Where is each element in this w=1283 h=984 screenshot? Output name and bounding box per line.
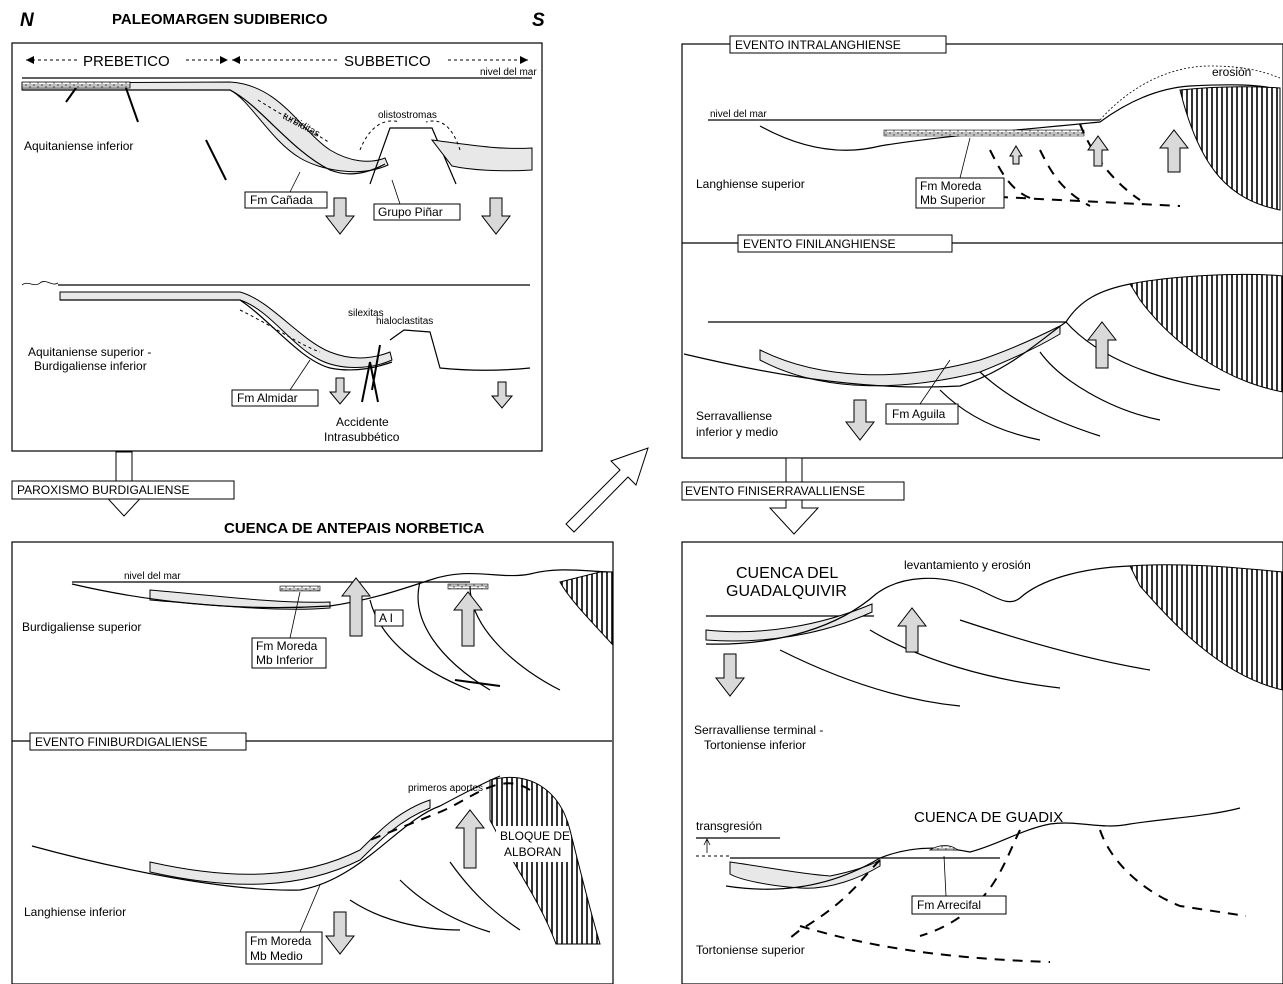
fm-arrecifal-label: Fm Arrecifal	[917, 898, 981, 912]
sea-level-label-3: nivel del mar	[710, 109, 767, 120]
uplift-arrow-alboran	[456, 810, 484, 868]
uplift-arrow-tiny	[1010, 146, 1022, 164]
primeros-aportes-label: primeros aportes	[408, 783, 483, 794]
cuenca-guadalquivir-2: GUADALQUIVIR	[726, 583, 847, 600]
stage-tortoniense-inferior: Tortoniense inferior	[704, 738, 806, 752]
erosion-label: erosión	[1212, 65, 1251, 79]
accidente-faults	[362, 345, 380, 402]
continuation-arrow	[566, 448, 648, 532]
guadalquivir-basin-fill	[706, 604, 872, 641]
subsidence-arrow	[482, 198, 510, 234]
evento-finiserravalliense-label: EVENTO FINISERRAVALLIENSE	[685, 484, 865, 498]
grupo-pinar-label: Grupo Piñar	[378, 205, 443, 219]
subsidence-arrow	[326, 198, 354, 234]
intrasubbetico-label: Intrasubbético	[324, 430, 400, 444]
evento-finiburdigaliense-label: EVENTO FINIBURDIGALIENSE	[35, 735, 207, 749]
uplift-arrow	[342, 578, 370, 636]
stage-langhiense-superior: Langhiense superior	[696, 177, 805, 191]
evento-intralanghiense-label: EVENTO INTRALANGHIENSE	[735, 38, 901, 52]
fm-moreda-label-2: Fm Moreda	[250, 934, 312, 948]
levantamiento-label: levantamiento y erosión	[904, 558, 1031, 572]
uplift-arrow	[454, 592, 482, 646]
mb-medio-label: Mb Medio	[250, 949, 303, 963]
basal-thrust	[980, 196, 1180, 206]
guadix-basin-fill	[730, 860, 880, 888]
platform-carbonates-3	[884, 130, 1084, 136]
paroxismo-label: PAROXISMO BURDIGALIENSE	[17, 483, 189, 497]
fm-canada-label: Fm Cañada	[250, 193, 313, 207]
subsidence-arrow-small	[492, 382, 512, 408]
fm-moreda-label: Fm Moreda	[256, 639, 318, 653]
uplift-arrow-medium	[1088, 136, 1108, 166]
alboran-block-2	[1180, 87, 1280, 210]
subsidence-arrow-guadalquivir	[716, 654, 744, 696]
subsidence-arrow-langhiense	[326, 912, 354, 954]
basin-fill-serravalliense	[760, 326, 1060, 386]
reef-body	[930, 846, 958, 851]
buried-thrust-guadix-3	[1100, 830, 1246, 916]
ai-label: A I	[379, 611, 393, 625]
turbidite-wedge	[22, 82, 388, 172]
sea-level-label-2: nivel del mar	[124, 571, 181, 582]
stage-serravalliense-2: inferior y medio	[696, 425, 778, 439]
transgresion-label: transgresión	[696, 819, 762, 833]
fm-moreda-label-3: Fm Moreda	[920, 179, 982, 193]
horst-2	[390, 330, 530, 370]
platform-carbonates	[22, 82, 130, 88]
cuenca-guadix-title: CUENCA DE GUADIX	[914, 809, 1063, 826]
wavy-break	[22, 281, 58, 285]
north-label: N	[20, 10, 35, 31]
thrust-arrow	[455, 680, 500, 686]
stage-aquitaniense-inferior: Aquitaniense inferior	[24, 139, 133, 153]
platform-carbonates-2	[280, 584, 488, 591]
cuenca-antepais-title: CUENCA DE ANTEPAIS NORBETICA	[224, 520, 484, 537]
south-label: S	[532, 10, 545, 31]
hialoclastitas-label: hialoclastitas	[376, 316, 433, 327]
horst-block	[370, 128, 456, 184]
thrust-faults-2	[350, 862, 520, 932]
mb-inferior-label: Mb Inferior	[256, 653, 313, 667]
normal-faults	[66, 88, 226, 180]
basal-thrust-guadix	[800, 926, 1050, 962]
stage-tortoniense-superior: Tortoniense superior	[696, 943, 805, 957]
bloque-label: BLOQUE DE	[500, 829, 570, 843]
accidente-label: Accidente	[336, 415, 389, 429]
stage-aquitaniense-superior: Aquitaniense superior -	[28, 345, 151, 359]
alboran-block-hatch	[560, 572, 612, 644]
uplift-arrow-guadalquivir	[898, 608, 926, 652]
alboran-block-4	[1130, 565, 1283, 690]
subsidence-arrow-small	[330, 378, 350, 404]
paleomargen-title: PALEOMARGEN SUDIBERICO	[112, 11, 328, 28]
prebetico-label: PREBETICO	[83, 53, 170, 70]
thrust-faults-4	[780, 620, 1150, 706]
sea-level-label: nivel del mar	[480, 67, 537, 78]
stage-serravalliense-terminal: Serravalliense terminal -	[694, 723, 823, 737]
uplift-arrow-large	[1160, 130, 1188, 172]
stage-burdigaliense-inferior: Burdigaliense inferior	[34, 359, 147, 373]
stage-langhiense-inferior: Langhiense inferior	[24, 905, 126, 919]
olistostromas-label: olistostromas	[378, 110, 437, 121]
transgresion-arrow	[704, 839, 710, 853]
basin-fill-south	[432, 140, 532, 171]
fm-almidar-label: Fm Almidar	[237, 391, 298, 405]
mb-superior-label: Mb Superior	[920, 193, 985, 207]
subsidence-arrow-serravalliense	[846, 400, 874, 440]
alboran-label: ALBORAN	[504, 845, 561, 859]
basin-fill-langhiense	[150, 800, 430, 884]
fm-aguila-label: Fm Aguila	[892, 407, 946, 421]
subbetico-label: SUBBETICO	[344, 53, 431, 70]
evento-finilanghiense-label: EVENTO FINILANGHIENSE	[743, 237, 895, 251]
cuenca-guadalquivir-1: CUENCA DEL	[736, 565, 838, 582]
buried-thrust-guadix-2	[920, 830, 1020, 936]
stage-burdigaliense-superior: Burdigaliense superior	[22, 620, 141, 634]
stage-serravalliense: Serravalliense	[696, 409, 772, 423]
